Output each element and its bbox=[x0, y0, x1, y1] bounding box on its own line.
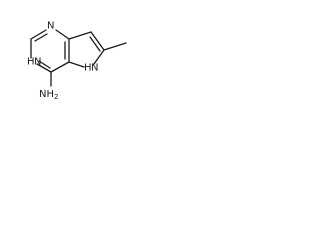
molecule-structure-diagram: N N H N H NH2 bbox=[27, 21, 127, 102]
atom-n5-hydrogen-label: H bbox=[84, 63, 92, 74]
atom-labels: N N H N H NH2 bbox=[27, 21, 98, 102]
bond-c4-n3 bbox=[36, 63, 52, 73]
bond-n5-c4a bbox=[68, 61, 85, 68]
atom-n3-label: N bbox=[34, 57, 41, 68]
bond-c2-n1 bbox=[30, 29, 47, 40]
atom-n1-label: N bbox=[47, 21, 54, 32]
amine-group-label: NH2 bbox=[39, 89, 58, 102]
atom-n5-label: N bbox=[91, 63, 98, 74]
amine-subscript-label: 2 bbox=[54, 93, 58, 101]
bond-c6-methyl bbox=[103, 42, 127, 51]
amine-nh-label: NH bbox=[39, 89, 54, 100]
bond-n1-c7a bbox=[55, 29, 70, 40]
bond-c2-n1-double bbox=[34, 33, 48, 42]
bond-c7-c6-double bbox=[89, 36, 101, 52]
bonds bbox=[30, 29, 127, 87]
bond-c4-n3-double bbox=[38, 60, 51, 69]
bond-c6-n5 bbox=[93, 49, 105, 65]
bond-c7-c6 bbox=[90, 31, 105, 51]
bond-c7a-c7 bbox=[68, 31, 92, 40]
atom-n3-hydrogen-label: H bbox=[27, 57, 35, 68]
bond-c4a-c4 bbox=[50, 61, 70, 73]
